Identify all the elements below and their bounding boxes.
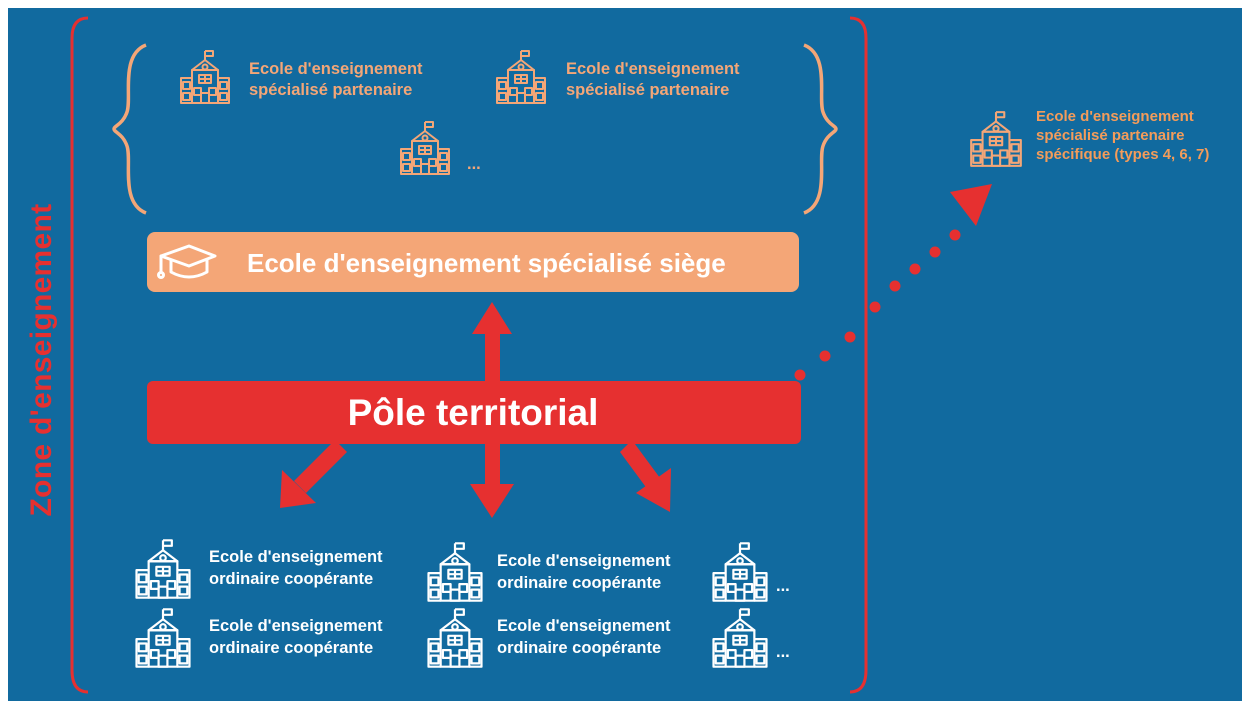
school-building-icon (180, 50, 230, 104)
specific-partner-line2: spécialisé partenaire (1036, 127, 1185, 144)
zone-bracket-left (70, 16, 89, 694)
cooperating-school-2-line1: Ecole d'enseignement (497, 552, 671, 570)
cooperating-school-3-line1: Ecole d'enseignement (209, 617, 383, 635)
diagram-background (8, 8, 1242, 701)
partner-brace-right (803, 43, 838, 215)
school-building-icon (135, 608, 191, 668)
cooperating-school-1-line2: ordinaire coopérante (209, 570, 374, 588)
partner-school-2-line2: spécialisé partenaire (566, 81, 730, 99)
school-building-icon (427, 542, 483, 602)
partner-school-1-line2: spécialisé partenaire (249, 81, 413, 99)
cooperating-school-2-line2: ordinaire coopérante (497, 574, 662, 592)
school-building-icon (712, 542, 768, 602)
cooperating-school-3-line2: ordinaire coopérante (209, 639, 374, 657)
graduation-cap-icon (157, 244, 217, 279)
cooperating-school-4-line2: ordinaire coopérante (497, 639, 662, 657)
school-building-icon (427, 608, 483, 668)
arrow-pole-left (280, 440, 347, 508)
partner-more: ... (467, 155, 481, 173)
cooperating-more-2: ... (776, 643, 790, 661)
partner-brace-left (112, 43, 147, 215)
school-building-icon (496, 50, 546, 104)
pole-label: Pôle territorial (347, 392, 599, 433)
siege-label: Ecole d'enseignement spécialisé siège (247, 248, 726, 278)
school-building-icon (970, 111, 1022, 167)
cooperating-school-4-line1: Ecole d'enseignement (497, 617, 671, 635)
cooperating-more-1: ... (776, 577, 790, 595)
arrow-pole-right (620, 440, 671, 512)
school-building-icon (135, 539, 191, 599)
zone-label: Zone d'enseignement (25, 203, 58, 517)
zone-bracket-right (849, 16, 868, 694)
pole-box (147, 381, 801, 444)
arrow-pole-center (470, 440, 514, 518)
arrow-siege-pole (472, 302, 512, 384)
partner-school-1-line1: Ecole d'enseignement (249, 60, 423, 78)
school-building-icon (400, 121, 450, 175)
partner-school-2-line1: Ecole d'enseignement (566, 60, 740, 78)
siege-box (147, 232, 799, 292)
dotted-arrow-specific (794, 184, 992, 381)
cooperating-school-1-line1: Ecole d'enseignement (209, 548, 383, 566)
specific-partner-line3: spécifique (types 4, 6, 7) (1036, 146, 1210, 163)
school-building-icon (712, 608, 768, 668)
specific-partner-line1: Ecole d'enseignement (1036, 108, 1194, 125)
